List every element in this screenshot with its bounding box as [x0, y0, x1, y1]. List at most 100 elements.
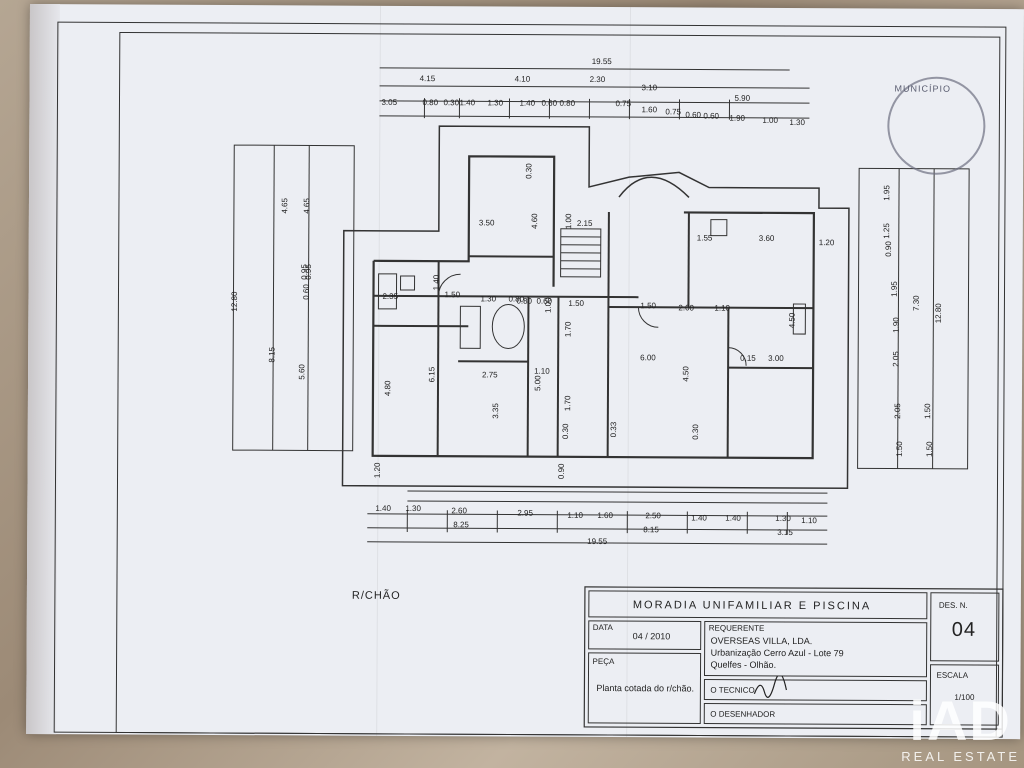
- dim-label: 1.40: [691, 513, 707, 523]
- dim-label: 0.60: [301, 284, 311, 300]
- dim-label: 1.10: [567, 510, 583, 520]
- peca-label: PEÇA: [592, 656, 615, 667]
- dim-label: 1.10: [714, 303, 731, 313]
- dim-label: 2.00: [678, 303, 695, 313]
- dim-label: 1.95: [882, 185, 892, 201]
- drawing-number: 04: [951, 618, 977, 641]
- tecnico-label: O TECNICO: [710, 685, 755, 695]
- dim-label: 1.20: [818, 238, 835, 248]
- dim-label: 1.40: [459, 98, 476, 108]
- dim-label: 1.50: [568, 298, 585, 308]
- dim-label: 2.75: [482, 370, 498, 380]
- dim-label: 0.80: [422, 98, 439, 108]
- dim-label: 1.50: [894, 441, 905, 457]
- dim-label: 1.30: [487, 98, 504, 108]
- floor-plan-sheet: 19.55 4.15 4.10 2.30 3.10 5.90 3.05 0.80…: [26, 4, 1024, 740]
- dim-label: 1.60: [597, 510, 613, 521]
- dim-label: 3.10: [641, 83, 658, 93]
- dim-label: 1.40: [725, 513, 741, 523]
- dim-label: 4.15: [419, 74, 436, 84]
- dim-label: 1.30: [480, 294, 497, 304]
- dim-label: 3.35: [491, 403, 501, 419]
- dim-label: 0.60: [541, 98, 558, 108]
- dim-label: 1.50: [924, 441, 935, 458]
- dim-label: 1.95: [889, 281, 899, 297]
- dim-label: 3.50: [478, 218, 495, 228]
- dim-label: 12.80: [933, 303, 943, 324]
- dim-label: 0.30: [561, 423, 571, 440]
- dim-label: 3.60: [758, 233, 775, 243]
- dim-label: 2.05: [893, 403, 903, 419]
- dim-label: 2.15: [576, 218, 593, 228]
- floor-plan-drawing: [53, 21, 1007, 738]
- dim-label: 0.75: [665, 107, 682, 117]
- dim-label: 1.40: [375, 503, 391, 513]
- dim-label: 0.30: [524, 163, 534, 179]
- dim-label: 3.15: [777, 527, 793, 538]
- dim-label: 0.95: [299, 264, 309, 280]
- dim-label: 1.00: [543, 297, 553, 314]
- dim-label: 0.90: [883, 241, 894, 257]
- dim-label: 2.05: [891, 351, 901, 367]
- floor-label: R/CHÃO: [351, 589, 401, 602]
- dim-label: 8.25: [453, 520, 469, 530]
- dim-label: 0.60: [703, 111, 720, 121]
- dim-label: 2.95: [517, 508, 533, 518]
- dim-label: 0.90: [556, 463, 566, 480]
- dim-label: 8.15: [643, 525, 659, 535]
- dim-label: 0.30: [443, 98, 460, 108]
- dim-label: 2.30: [589, 74, 606, 85]
- requerente-line: OVERSEAS VILLA, LDA.: [710, 635, 813, 647]
- dim-label: 1.90: [729, 113, 746, 123]
- dim-label: 0.80: [516, 296, 533, 306]
- dim-label: 1.00: [762, 115, 779, 125]
- dim-label: 5.90: [734, 93, 751, 103]
- dim-label: 7.30: [911, 295, 921, 311]
- dim-label: 1.00: [564, 213, 574, 230]
- dim-label: 2.50: [645, 511, 661, 521]
- dim-label: 4.50: [681, 366, 691, 382]
- date-value: 04 / 2010: [632, 631, 671, 642]
- dim-label: 0.75: [615, 99, 632, 109]
- dim-label: 4.80: [383, 380, 393, 397]
- dim-label: 4.50: [787, 312, 797, 329]
- dim-label: 1.10: [801, 516, 817, 526]
- dim-label: 1.50: [444, 290, 461, 300]
- dim-label: 1.30: [775, 513, 791, 523]
- dim-label: 0.80: [559, 98, 576, 108]
- dim-label: 1.50: [640, 301, 657, 311]
- dim-label: 4.65: [302, 198, 312, 214]
- dim-label: 0.15: [740, 353, 756, 363]
- dim-label: 12.80: [229, 291, 240, 312]
- signature-mark: [753, 675, 788, 698]
- dim-label: 1.55: [696, 233, 713, 243]
- date-label: DATA: [592, 622, 613, 633]
- dim-label: 4.10: [514, 74, 531, 84]
- dim-label: 0.33: [609, 421, 619, 438]
- dim-label: 4.60: [530, 213, 540, 229]
- dim-label: 0.30: [691, 424, 701, 440]
- dim-label: 1.25: [882, 223, 892, 239]
- dim-label: 0.60: [685, 110, 702, 120]
- watermark-logo: iAD: [909, 689, 1012, 752]
- requerente-line: Urbanização Cerro Azul - Lote 79: [710, 647, 844, 659]
- dim-label: 1.20: [372, 462, 382, 479]
- dim-label: 1.50: [923, 403, 933, 420]
- dim-label: 5.00: [533, 375, 543, 391]
- dim-label: 3.05: [381, 97, 398, 107]
- dim-label: 1.70: [563, 395, 573, 412]
- dim-label: 1.30: [789, 117, 805, 128]
- dim-label: 1.30: [405, 503, 421, 514]
- dim-label: 2.60: [451, 506, 467, 516]
- dim-label: 6.15: [427, 366, 437, 383]
- escala-label: ESCALA: [936, 670, 969, 680]
- dim-label: 1.40: [519, 98, 536, 108]
- dim-label: 6.00: [640, 353, 656, 363]
- dim-label: 2.35: [382, 291, 399, 301]
- drawing-title: MORADIA UNIFAMILIAR E PISCINA: [632, 599, 872, 613]
- requerente-label: REQUERENTE: [708, 623, 765, 633]
- dim-total-top: 19.55: [591, 56, 612, 67]
- dim-label: 1.70: [563, 321, 573, 338]
- dim-label: 8.15: [267, 346, 277, 363]
- dim-label: 4.65: [280, 198, 290, 214]
